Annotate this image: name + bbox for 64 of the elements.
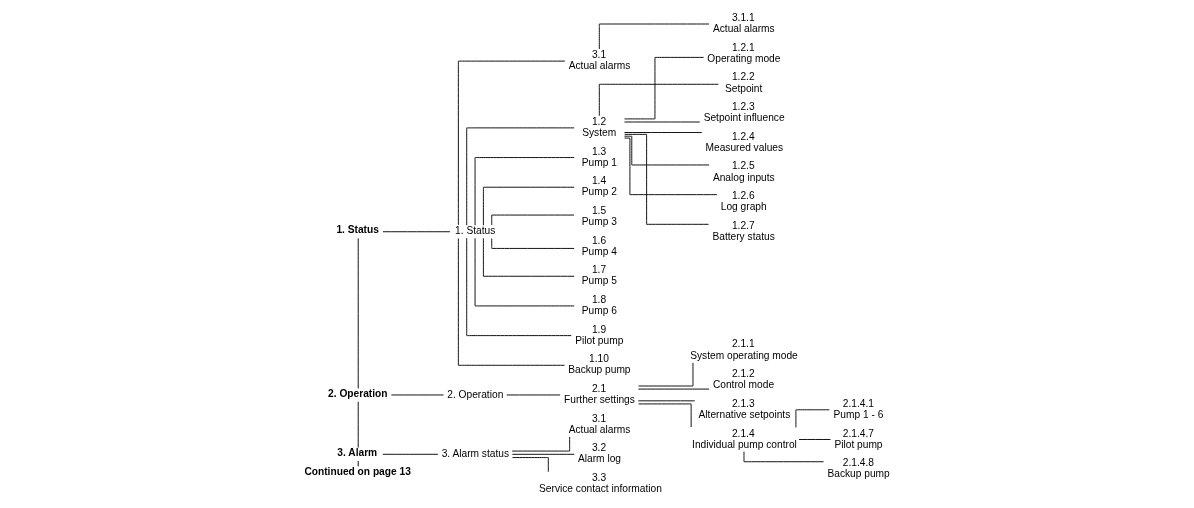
node-text: 1. Status — [336, 224, 379, 236]
node-text: 1.2 System — [582, 115, 617, 139]
connector — [624, 133, 709, 225]
connector — [466, 127, 575, 226]
node-text: 1.2.5 Analog inputs — [712, 160, 775, 183]
connector — [598, 83, 719, 117]
connector — [357, 401, 359, 449]
node-text: 3.1 Actual alarms — [568, 412, 631, 435]
connector — [466, 237, 572, 337]
connector — [474, 237, 575, 307]
node-text: 1.9 Pilot pump — [575, 323, 624, 346]
node-text: 2.1 Further settings — [564, 382, 635, 406]
node-text: 3. Alarm — [337, 446, 378, 458]
node-text: 1.8 Pump 6 — [581, 293, 617, 317]
node-text: 1.3 Pump 1 — [581, 145, 617, 168]
node-text: 3.3 Service contact information — [539, 472, 662, 495]
node-text: 1.2.7 Battery status — [712, 219, 775, 242]
connector — [474, 157, 575, 226]
connector — [638, 362, 694, 387]
node-text: 3.1 Actual alarms — [568, 49, 631, 72]
connector — [491, 214, 575, 226]
connector — [357, 460, 359, 467]
node-text: 2.1.4 Individual pump control — [692, 427, 797, 450]
node-text: 2.1.4.7 Pilot pump — [834, 427, 883, 450]
connector — [795, 409, 830, 428]
connector — [598, 23, 710, 50]
connector — [491, 238, 575, 249]
connector — [624, 56, 705, 120]
node-text: 1.10 Backup pump — [568, 353, 631, 376]
node-text: 2.1.4.1 Pump 1 - 6 — [833, 397, 884, 420]
node-text: 3. Alarm status — [441, 447, 510, 459]
connector — [382, 453, 439, 455]
node-text: Continued on page 13 — [304, 465, 411, 477]
connector — [382, 231, 451, 233]
node-text: 1.6 Pump 4 — [581, 234, 617, 257]
node-text: 1.2.3 Setpoint influence — [703, 101, 785, 124]
connector — [624, 135, 710, 166]
connector — [624, 137, 718, 196]
node-text: 2.1.4.8 Backup pump — [827, 457, 890, 480]
connector — [512, 457, 549, 473]
node-text: 2. Operation — [328, 387, 388, 399]
node-text: 2. Operation — [447, 388, 504, 400]
node-text: 1.2.6 Log graph — [720, 190, 767, 213]
node-text: 3.2 Alarm log — [577, 442, 622, 465]
node-text: 1.7 Pump 5 — [581, 264, 617, 287]
node-text: 2.1.1 System operating mode — [690, 338, 798, 361]
connector — [482, 237, 575, 277]
connector — [482, 186, 575, 226]
node-text: 2.1.3 Alternative setpoints — [698, 397, 791, 420]
connector — [511, 453, 575, 455]
node-text: 1.2.1 Operating mode — [707, 41, 781, 64]
connector — [623, 132, 703, 133]
connector — [511, 436, 571, 452]
node-text: 1.4 Pump 2 — [581, 175, 617, 198]
node-text: 1.2.2 Setpoint — [724, 71, 763, 94]
connector — [457, 238, 565, 366]
connector — [798, 439, 831, 440]
node-text: 3.1.1 Actual alarms — [712, 12, 775, 35]
connector — [357, 237, 359, 389]
node-text: 1. Status — [455, 225, 496, 237]
node-text: 1.2.4 Measured values — [705, 130, 784, 153]
node-text: 1.5 Pump 3 — [581, 204, 617, 228]
connector — [457, 60, 566, 226]
node-text: 2.1.2 Control mode — [712, 368, 775, 391]
